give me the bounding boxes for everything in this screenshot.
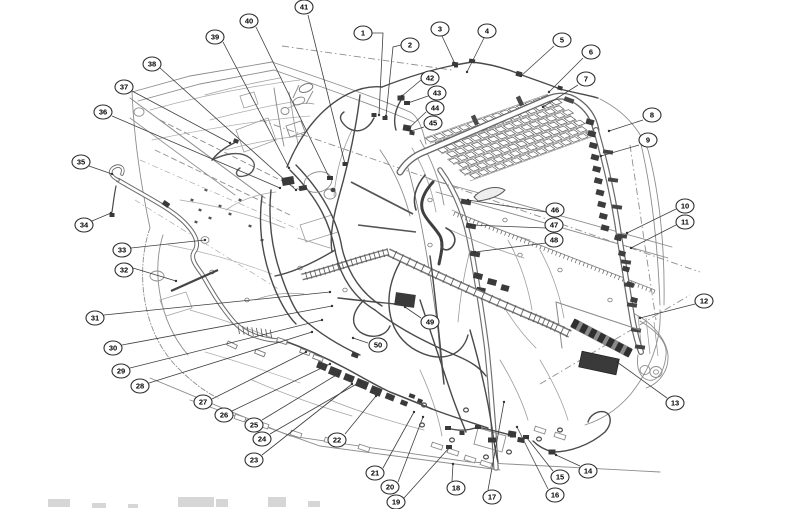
svg-text:44: 44: [431, 104, 440, 113]
svg-text:50: 50: [374, 341, 382, 350]
svg-text:48: 48: [550, 236, 558, 245]
svg-text:16: 16: [551, 491, 559, 500]
svg-text:22: 22: [333, 436, 341, 445]
svg-text:43: 43: [433, 89, 441, 98]
svg-text:29: 29: [117, 367, 125, 376]
svg-text:42: 42: [426, 74, 434, 83]
svg-text:10: 10: [681, 202, 689, 211]
svg-text:24: 24: [258, 435, 267, 444]
svg-text:37: 37: [120, 83, 128, 92]
svg-text:13: 13: [671, 399, 679, 408]
svg-text:7: 7: [584, 75, 588, 84]
svg-text:8: 8: [650, 111, 654, 120]
svg-text:4: 4: [485, 27, 490, 36]
svg-text:3: 3: [438, 25, 442, 34]
svg-text:2: 2: [408, 41, 412, 50]
svg-text:33: 33: [118, 246, 126, 255]
svg-text:12: 12: [700, 297, 708, 306]
svg-text:9: 9: [646, 136, 650, 145]
svg-text:49: 49: [426, 318, 434, 327]
svg-text:5: 5: [560, 36, 564, 45]
svg-text:41: 41: [300, 3, 308, 12]
svg-text:47: 47: [550, 221, 558, 230]
svg-text:25: 25: [250, 421, 258, 430]
svg-text:23: 23: [250, 456, 258, 465]
svg-text:17: 17: [488, 493, 496, 502]
svg-text:6: 6: [589, 48, 593, 57]
svg-text:27: 27: [199, 398, 207, 407]
svg-text:1: 1: [361, 29, 365, 38]
svg-text:28: 28: [136, 382, 144, 391]
svg-text:15: 15: [556, 473, 564, 482]
svg-text:20: 20: [386, 483, 394, 492]
svg-text:46: 46: [551, 206, 559, 215]
svg-text:35: 35: [77, 158, 85, 167]
svg-text:26: 26: [220, 411, 228, 420]
svg-text:45: 45: [429, 119, 437, 128]
svg-text:31: 31: [91, 314, 99, 323]
svg-text:40: 40: [245, 17, 253, 26]
svg-text:30: 30: [109, 344, 117, 353]
svg-text:38: 38: [148, 60, 156, 69]
svg-text:32: 32: [120, 266, 128, 275]
svg-text:19: 19: [392, 498, 400, 507]
svg-text:14: 14: [584, 467, 593, 476]
svg-text:36: 36: [99, 108, 107, 117]
svg-text:39: 39: [211, 33, 219, 42]
svg-text:34: 34: [80, 221, 89, 230]
svg-text:21: 21: [371, 469, 379, 478]
svg-text:18: 18: [452, 484, 460, 493]
svg-text:11: 11: [681, 218, 689, 227]
